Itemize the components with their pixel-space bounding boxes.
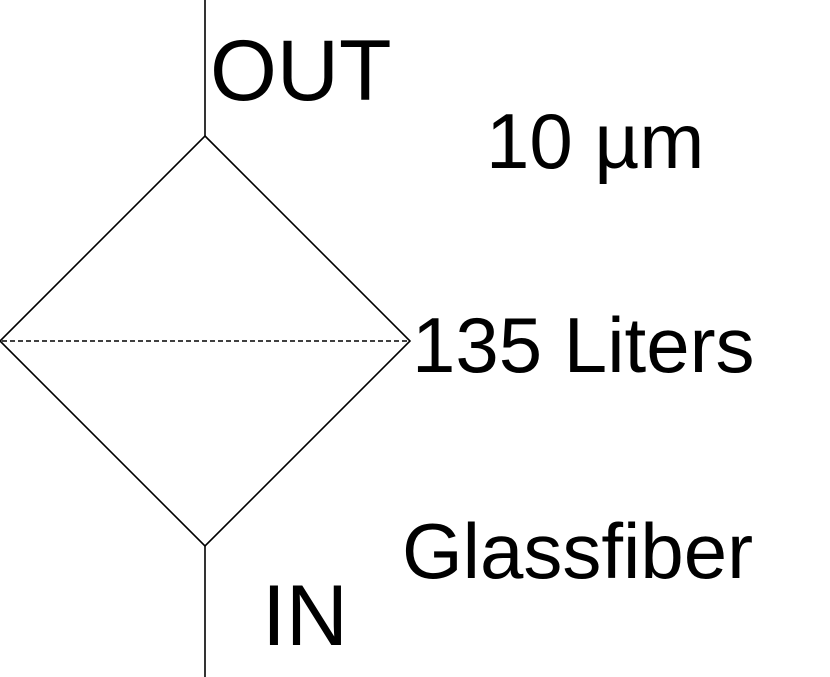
inlet-label: IN [262, 568, 348, 664]
material-label: Glassfiber [402, 507, 753, 595]
capacity-label: 135 Liters [412, 301, 755, 389]
outlet-label: OUT [210, 23, 392, 119]
pore-size-label: 10 µm [486, 97, 704, 185]
